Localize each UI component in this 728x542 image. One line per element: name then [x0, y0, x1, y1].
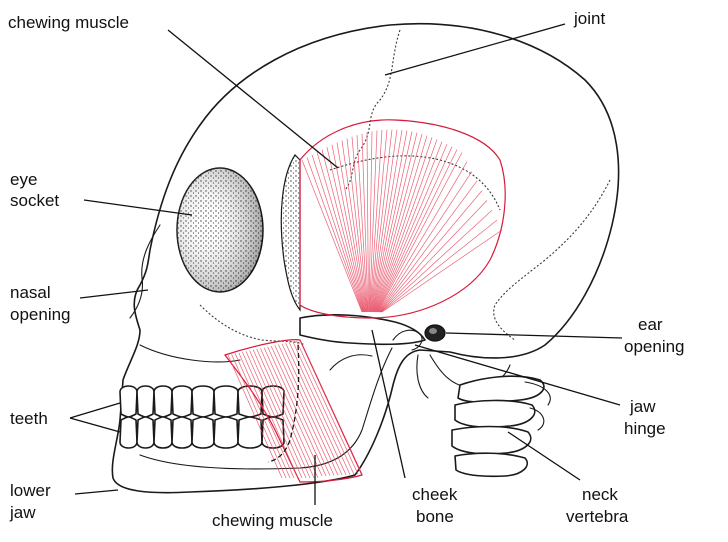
label-nasal-opening-line2: opening: [10, 305, 71, 324]
upper-tooth: [154, 386, 172, 417]
label-lower-jaw-line1: lower: [10, 481, 51, 500]
eye-socket-shade: [177, 168, 263, 292]
vertebra-1: [458, 376, 544, 402]
styloid: [417, 355, 428, 398]
label-cheek-bone-line2: bone: [416, 507, 454, 526]
vertebra-2: [455, 400, 535, 427]
neck-vertebrae: [452, 376, 550, 476]
label-lower-jaw-line2: jaw: [9, 503, 36, 522]
label-eye-socket-line2: socket: [10, 191, 59, 210]
lower-tooth: [214, 417, 238, 448]
label-jaw-hinge-line2: hinge: [624, 419, 666, 438]
label-eye-socket-line1: eye: [10, 170, 37, 189]
ear-opening-highlight: [429, 328, 437, 334]
lower-tooth: [192, 417, 214, 448]
vertebra-4: [455, 453, 527, 476]
label-nasal-opening-line1: nasal: [10, 283, 51, 302]
label-ear-opening-line1: ear: [638, 315, 663, 334]
lower-tooth: [120, 417, 137, 448]
upper-tooth: [172, 386, 192, 417]
label-ear-opening-line2: opening: [624, 337, 685, 356]
lower-tooth: [172, 417, 192, 448]
label-neck-vertebra-line2: vertebra: [566, 507, 629, 526]
leader-teeth-upper: [70, 403, 120, 418]
label-chewing-muscle-top: chewing muscle: [8, 13, 129, 32]
upper-tooth: [192, 386, 214, 417]
label-jaw-hinge-line1: jaw: [629, 397, 656, 416]
leader-teeth-lower: [70, 418, 120, 432]
upper-tooth: [137, 386, 154, 417]
leader-lower-jaw: [75, 490, 118, 494]
upper-tooth: [214, 386, 238, 417]
label-teeth: teeth: [10, 409, 48, 428]
vertebra-3: [452, 427, 531, 454]
lower-tooth: [154, 417, 172, 448]
label-chewing-muscle-bottom: chewing muscle: [212, 511, 333, 530]
lower-teeth: [120, 417, 284, 448]
upper-tooth: [120, 386, 137, 417]
label-cheek-bone-line1: cheek: [412, 485, 458, 504]
label-joint: joint: [573, 9, 605, 28]
lower-tooth: [238, 417, 262, 448]
label-neck-vertebra-line1: neck: [582, 485, 618, 504]
lower-tooth: [137, 417, 154, 448]
